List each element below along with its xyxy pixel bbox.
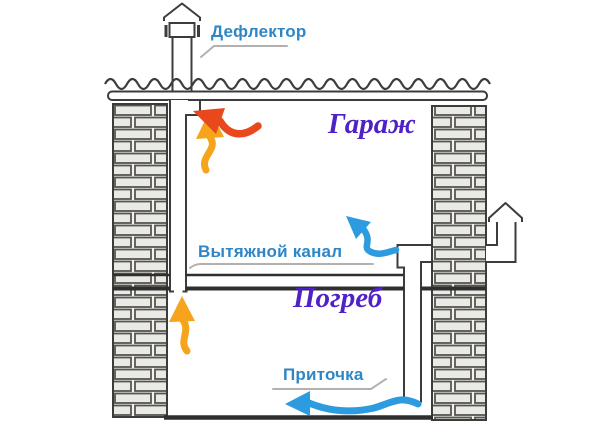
- right-brick-wall: [431, 105, 487, 421]
- exhaust-channel-label: Вытяжной канал: [198, 242, 343, 261]
- cool-air-arrow-garage-icon: [346, 216, 400, 257]
- label-leader-lines: [189, 45, 387, 390]
- intake-duct: [396, 244, 433, 404]
- ceiling-slab: [107, 90, 488, 101]
- garage-label: Гараж: [328, 108, 416, 140]
- warm-air-arrow-cellar-icon: [169, 296, 195, 355]
- intake-label: Приточка: [283, 365, 364, 384]
- exhaust-duct: [168, 100, 201, 293]
- cool-air-arrow-cellar-icon: [285, 391, 422, 416]
- hot-air-arrow-icon: [193, 108, 262, 138]
- corrugated-roof: [104, 77, 491, 91]
- outside-intake-vent: [486, 202, 523, 263]
- left-brick-wall: [112, 103, 168, 418]
- deflector-label: Дефлектор: [211, 22, 307, 41]
- garage-cellar-floor: [113, 273, 486, 291]
- cellar-label: Погреб: [293, 282, 383, 314]
- deflector-icon: [163, 2, 201, 38]
